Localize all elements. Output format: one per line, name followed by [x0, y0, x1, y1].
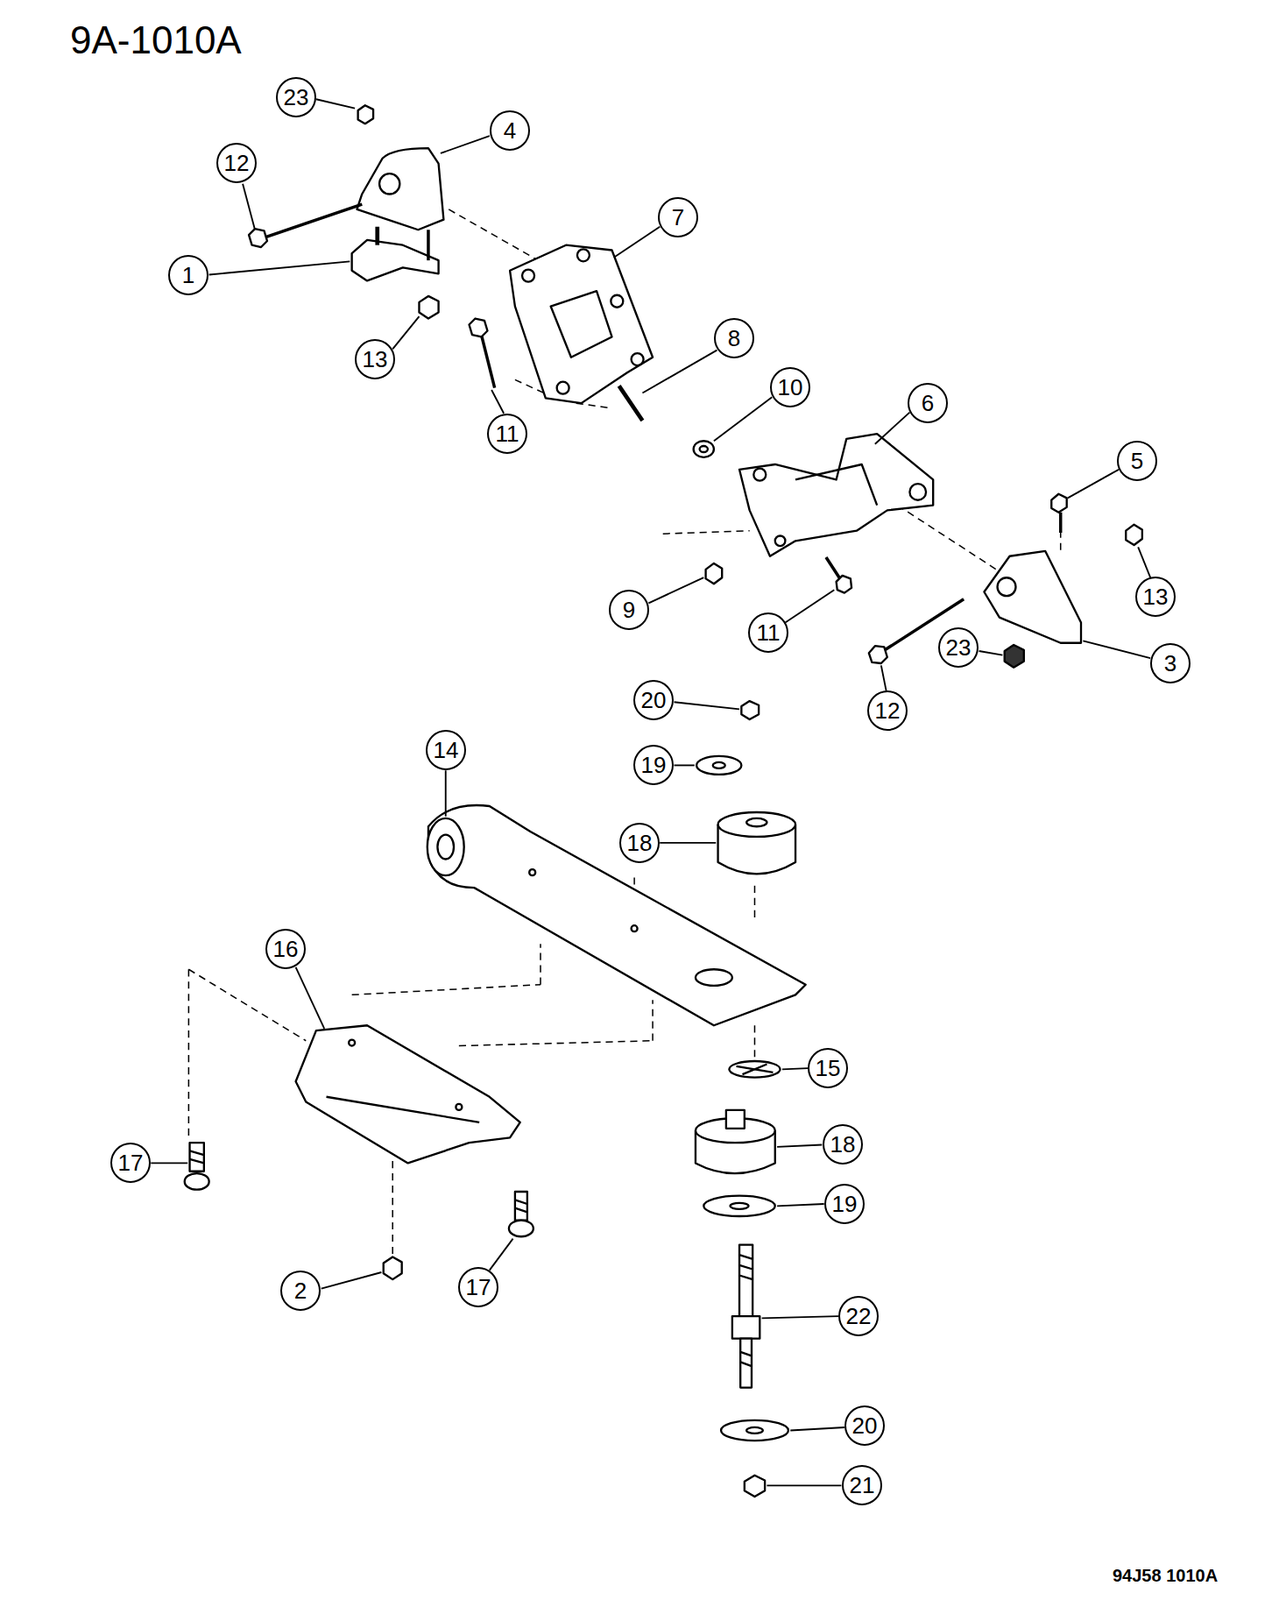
callout-number: 3: [1164, 651, 1177, 675]
callout-number: 2: [294, 1278, 307, 1302]
callout-circle: 2: [280, 1270, 321, 1311]
callout-circle: 11: [748, 612, 789, 653]
callout-circle: 22: [838, 1295, 879, 1336]
callout-circle: 8: [713, 317, 755, 359]
callout-number: 20: [852, 1413, 878, 1437]
callout-number: 4: [503, 119, 516, 142]
callout-number: 6: [921, 391, 934, 415]
alignment-lines: [188, 209, 1060, 1258]
callout-circle: 5: [1116, 440, 1158, 481]
callout-number: 18: [830, 1132, 856, 1156]
callout-circle: 16: [265, 928, 306, 969]
callout-number: 17: [466, 1275, 492, 1299]
callout-circle: 18: [619, 822, 660, 863]
callout-number: 12: [224, 151, 250, 175]
callout-number: 19: [832, 1192, 858, 1216]
callout-number: 19: [641, 753, 667, 777]
callout-circle: 1: [168, 254, 209, 296]
callout-number: 21: [849, 1473, 876, 1497]
callout-circle: 4: [489, 110, 530, 151]
callout-number: 13: [1143, 585, 1169, 608]
callout-circle: 13: [354, 339, 396, 380]
diagram-title: 9A-1010A: [70, 21, 242, 60]
callout-circle: 18: [822, 1123, 863, 1165]
callout-number: 1: [182, 263, 195, 287]
callout-number: 7: [671, 205, 685, 229]
callout-circle: 20: [633, 679, 674, 721]
leader-lines: [150, 98, 1151, 1485]
callout-circle: 19: [633, 744, 674, 785]
callout-number: 17: [118, 1151, 144, 1174]
callout-circle: 3: [1150, 643, 1191, 684]
callout-circle: 20: [844, 1405, 885, 1446]
callout-number: 23: [283, 85, 310, 109]
callout-number: 18: [627, 831, 653, 855]
callout-circle: 14: [425, 729, 467, 771]
callout-number: 9: [622, 598, 636, 622]
callout-circle: 15: [807, 1047, 848, 1089]
callout-number: 12: [875, 699, 901, 722]
callout-number: 8: [727, 326, 741, 350]
callout-number: 13: [362, 347, 389, 371]
callout-number: 20: [641, 688, 667, 712]
callout-number: 10: [777, 375, 804, 399]
callout-number: 11: [495, 422, 520, 446]
callout-number: 22: [846, 1304, 872, 1328]
callout-circle: 13: [1135, 576, 1176, 617]
callout-circle: 12: [216, 142, 257, 184]
callout-number: 5: [1130, 449, 1144, 473]
callout-circle: 19: [824, 1183, 865, 1224]
callout-number: 16: [273, 937, 299, 961]
callout-number: 23: [946, 635, 972, 659]
callout-number: 14: [433, 738, 460, 762]
callout-circle: 23: [275, 77, 317, 118]
callout-number: 11: [756, 621, 781, 644]
callout-circle: 21: [841, 1464, 883, 1506]
callout-circle: 11: [487, 413, 528, 454]
callout-circle: 9: [608, 589, 650, 630]
callout-circle: 23: [938, 627, 979, 668]
callout-number: 15: [815, 1056, 841, 1080]
callout-circle: 10: [770, 367, 811, 408]
callout-circle: 17: [110, 1142, 151, 1183]
callout-circle: 7: [657, 197, 699, 238]
callout-circle: 12: [867, 690, 908, 731]
callout-circle: 17: [458, 1266, 499, 1308]
callout-circle: 6: [907, 382, 948, 424]
drawing-code: 94J58 1010A: [1112, 1566, 1218, 1584]
